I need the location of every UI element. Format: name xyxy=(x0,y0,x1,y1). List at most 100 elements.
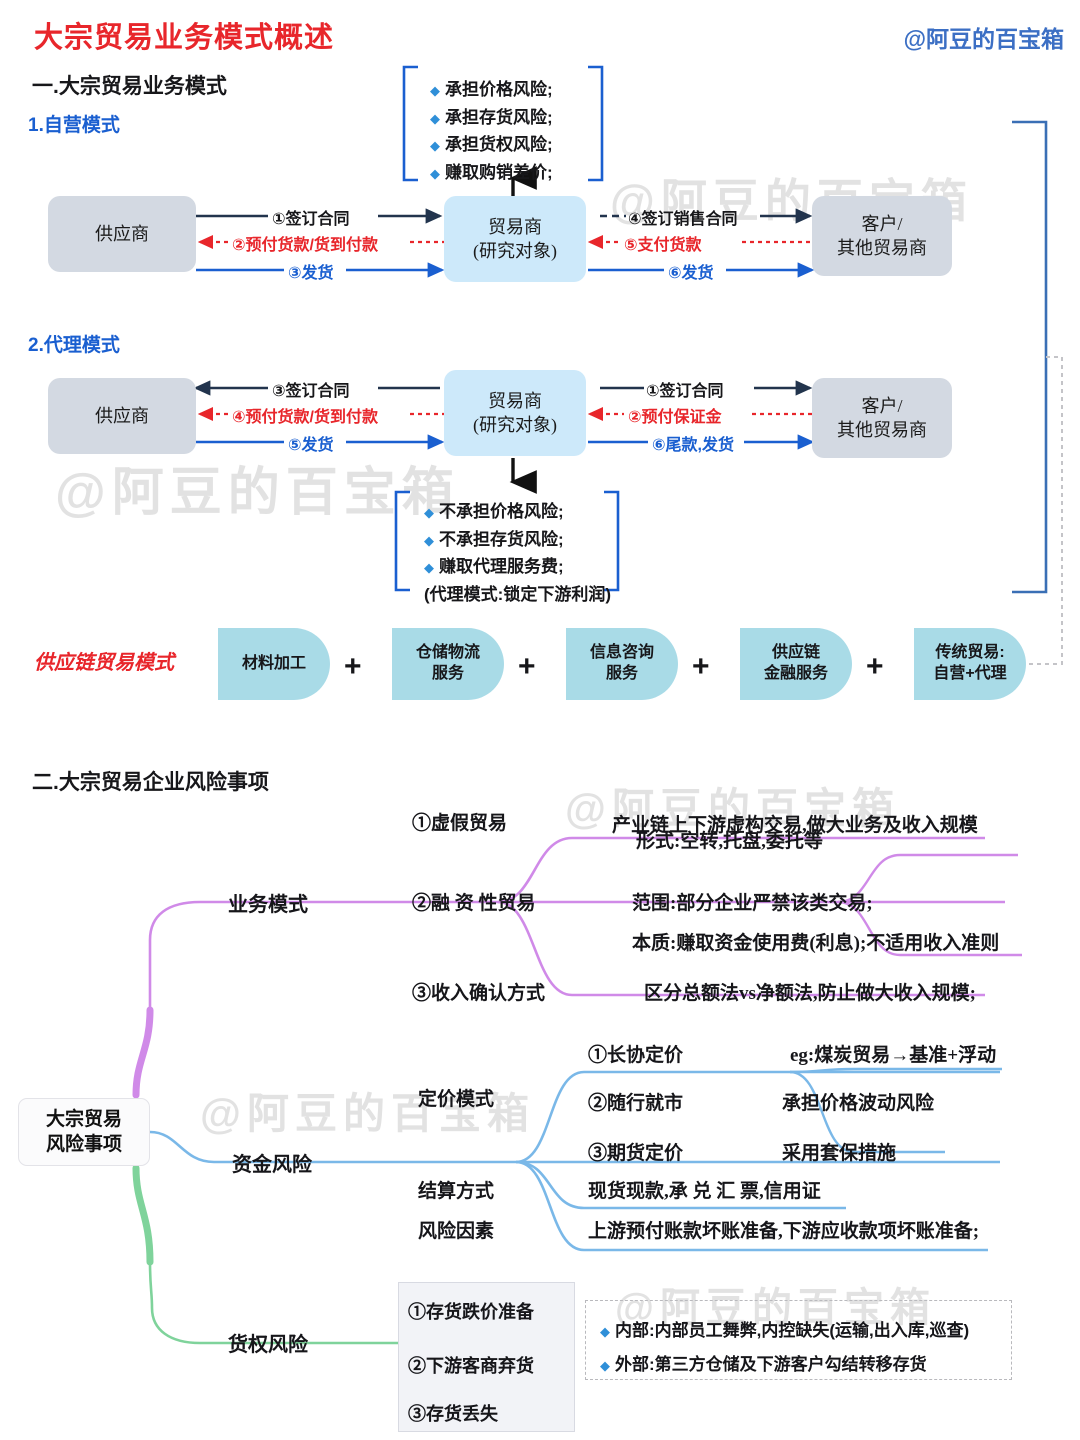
flow-label-3: ③发货 xyxy=(288,265,334,282)
goods-risk-notes-box xyxy=(585,1300,1012,1380)
mindmap-value-futures-pricing: 采用套保措施 xyxy=(782,1143,897,1164)
mindmap-node-settlement-method[interactable]: 结算方式 xyxy=(418,1181,495,1202)
plus-sign-0: + xyxy=(344,650,362,683)
flow-label-5: ⑤发货 xyxy=(288,437,334,454)
root-label-line2: 风险事项 xyxy=(45,1134,122,1155)
node-label-line1: 贸易商 xyxy=(488,390,542,411)
supply-chain-item-1[interactable]: 仓储物流服务 xyxy=(392,628,504,700)
list-item: ◆承担存货风险; xyxy=(430,107,553,127)
chevron-line1: 供应链 xyxy=(771,644,820,662)
flow-label-2: ②预付保证金 xyxy=(628,409,722,426)
diamond-icon: ◆ xyxy=(430,165,440,181)
node-label: 供应商 xyxy=(95,405,149,426)
node-label-line1: 贸易商 xyxy=(488,216,542,237)
list-item: ◆赚取代理服务费; xyxy=(424,557,564,577)
node-supplier-agency[interactable]: 供应商 xyxy=(48,378,196,454)
plus-sign-3: + xyxy=(866,650,884,683)
flow-label-1: ①签订合同 xyxy=(272,211,350,228)
node-label-line1: 客户/ xyxy=(861,213,903,234)
list-item: ◆不承担价格风险; xyxy=(424,502,564,521)
note-external: ◆外部:第三方仓储及下游客户勾结转移存货 xyxy=(600,1355,927,1374)
chevron-line2: 自营+代理 xyxy=(933,665,1007,682)
diamond-icon: ◆ xyxy=(424,505,434,520)
diamond-icon: ◆ xyxy=(430,83,440,98)
diamond-icon: ◆ xyxy=(424,560,434,576)
chevron-line2: 服务 xyxy=(431,665,464,682)
mindmap-node-financing-trade[interactable]: ②融 资 性贸易 xyxy=(412,893,536,914)
mindmap-node-customer-abandon[interactable]: ②下游客商弃货 xyxy=(408,1356,534,1376)
diamond-icon: ◆ xyxy=(600,1358,610,1373)
mindmap-detail-fake-trade: 产业链上下游虚构交易,做大业务及收入规模 xyxy=(612,815,978,836)
chevron-line2: 服务 xyxy=(605,665,638,682)
flow-label-5: ⑤支付货款 xyxy=(624,237,702,254)
supply-chain-item-2[interactable]: 信息咨询服务 xyxy=(566,628,678,700)
mindmap-value-risk-factors: 上游预付账款坏账准备,下游应收款项坏账准备; xyxy=(588,1221,980,1242)
chevron-line1: 信息咨询 xyxy=(589,644,654,662)
mindmap-node-fake-trade[interactable]: ①虚假贸易 xyxy=(412,813,508,834)
mindmap-node-pricing-model[interactable]: 定价模式 xyxy=(418,1089,495,1110)
mindmap-value-market-pricing: 承担价格波动风险 xyxy=(782,1093,935,1114)
mindmap-value-settlement-method: 现货现款,承 兑 汇 票,信用证 xyxy=(588,1181,821,1202)
mindmap-node-inventory-writedown[interactable]: ①存货跌价准备 xyxy=(408,1302,534,1322)
brand-label: @阿豆的百宝箱 xyxy=(903,26,1064,52)
mindmap-node-risk-factors[interactable]: 风险因素 xyxy=(418,1221,495,1242)
flow-label-6: ⑥尾款,发货 xyxy=(652,437,734,454)
diamond-icon: ◆ xyxy=(430,138,440,154)
supply-chain-item-4[interactable]: 传统贸易: 自营+代理 xyxy=(914,628,1026,700)
mindmap-detail-financing-scope: 范围:部分企业严禁该类交易; xyxy=(632,893,873,914)
flow-label-2: ②预付货款/货到付款 xyxy=(232,237,378,254)
node-label-line1: 客户/ xyxy=(861,395,903,416)
node-label-line2: 其他贸易商 xyxy=(837,420,927,440)
subsection-agency-heading: 2.代理模式 xyxy=(28,335,120,356)
supply-chain-item-3[interactable]: 供应链金融服务 xyxy=(740,628,852,700)
mindmap-branch-capital-risk[interactable]: 资金风险 xyxy=(232,1154,312,1176)
root-label-line1: 大宗贸易 xyxy=(45,1108,122,1130)
section-2-heading: 二.大宗贸易企业风险事项 xyxy=(32,771,269,794)
flow-label-6: ⑥发货 xyxy=(668,265,714,282)
plus-sign-2: + xyxy=(692,650,710,683)
diamond-icon: ◆ xyxy=(600,1324,610,1339)
list-item: ◆承担货权风险; xyxy=(430,135,553,155)
chevron-line1: 传统贸易: xyxy=(935,644,1005,662)
mindmap-branch-goods-right-risk[interactable]: 货权风险 xyxy=(228,1334,308,1356)
supply-chain-label: 供应链贸易模式 xyxy=(34,652,174,674)
section-1-heading: 一.大宗贸易业务模式 xyxy=(32,75,227,98)
agency-note: (代理模式:锁定下游利润) xyxy=(424,584,611,604)
node-label-line2: (研究对象) xyxy=(473,241,557,261)
mindmap-detail-revenue-recognition: 区分总额法vs净额法,防止做大收入规模; xyxy=(644,983,976,1004)
note-internal: ◆内部:内部员工舞弊,内控缺失(运输,出入库,巡查) xyxy=(600,1321,970,1340)
node-supplier-self-operated[interactable]: 供应商 xyxy=(48,196,196,272)
node-trader-agency[interactable]: 贸易商 (研究对象) xyxy=(444,370,586,456)
node-customer-agency[interactable]: 客户/ 其他贸易商 xyxy=(812,378,952,458)
page-title: 大宗贸易业务模式概述 xyxy=(34,22,335,54)
chevron-line2: 金融服务 xyxy=(763,665,828,682)
mindmap-detail-financing-form: 形式:空转,托盘,委托等 xyxy=(636,831,823,852)
list-item: ◆承担价格风险; xyxy=(430,80,553,99)
flow-label-1: ①签订合同 xyxy=(646,383,724,400)
mindmap-value-long-term-pricing: eg:煤炭贸易→基准+浮动 xyxy=(790,1045,997,1066)
mindmap-node-market-pricing[interactable]: ②随行就市 xyxy=(588,1093,684,1114)
node-customer-self-operated[interactable]: 客户/ 其他贸易商 xyxy=(812,196,952,276)
list-item: ◆赚取购销差价; xyxy=(430,162,553,182)
diamond-icon: ◆ xyxy=(430,110,440,126)
supply-chain-item-0[interactable]: 材料加工 xyxy=(218,628,330,700)
self-operated-risk-list: ◆承担价格风险; ◆承担存货风险; ◆承担货权风险; ◆赚取购销差价; xyxy=(430,76,553,186)
list-item: ◆不承担存货风险; xyxy=(424,529,564,549)
inventory-risk-box xyxy=(398,1282,575,1432)
mindmap-node-long-term-pricing[interactable]: ①长协定价 xyxy=(588,1045,684,1066)
diamond-icon: ◆ xyxy=(424,532,434,548)
mindmap-node-inventory-loss[interactable]: ③存货丢失 xyxy=(408,1404,498,1424)
agency-risk-list: ◆不承担价格风险; ◆不承担存货风险; ◆赚取代理服务费; (代理模式:锁定下游… xyxy=(424,498,611,608)
mindmap-node-revenue-recognition[interactable]: ③收入确认方式 xyxy=(412,983,546,1004)
mindmap-root-node[interactable]: 大宗贸易 风险事项 xyxy=(18,1098,150,1166)
flow-label-3: ③签订合同 xyxy=(272,383,350,400)
node-trader-self-operated[interactable]: 贸易商 (研究对象) xyxy=(444,196,586,282)
mindmap-branch-business-model[interactable]: 业务模式 xyxy=(228,894,308,916)
mindmap-node-futures-pricing[interactable]: ③期货定价 xyxy=(588,1143,684,1164)
node-label-line2: 其他贸易商 xyxy=(837,238,927,258)
plus-sign-1: + xyxy=(518,650,536,683)
node-label: 供应商 xyxy=(95,223,149,244)
